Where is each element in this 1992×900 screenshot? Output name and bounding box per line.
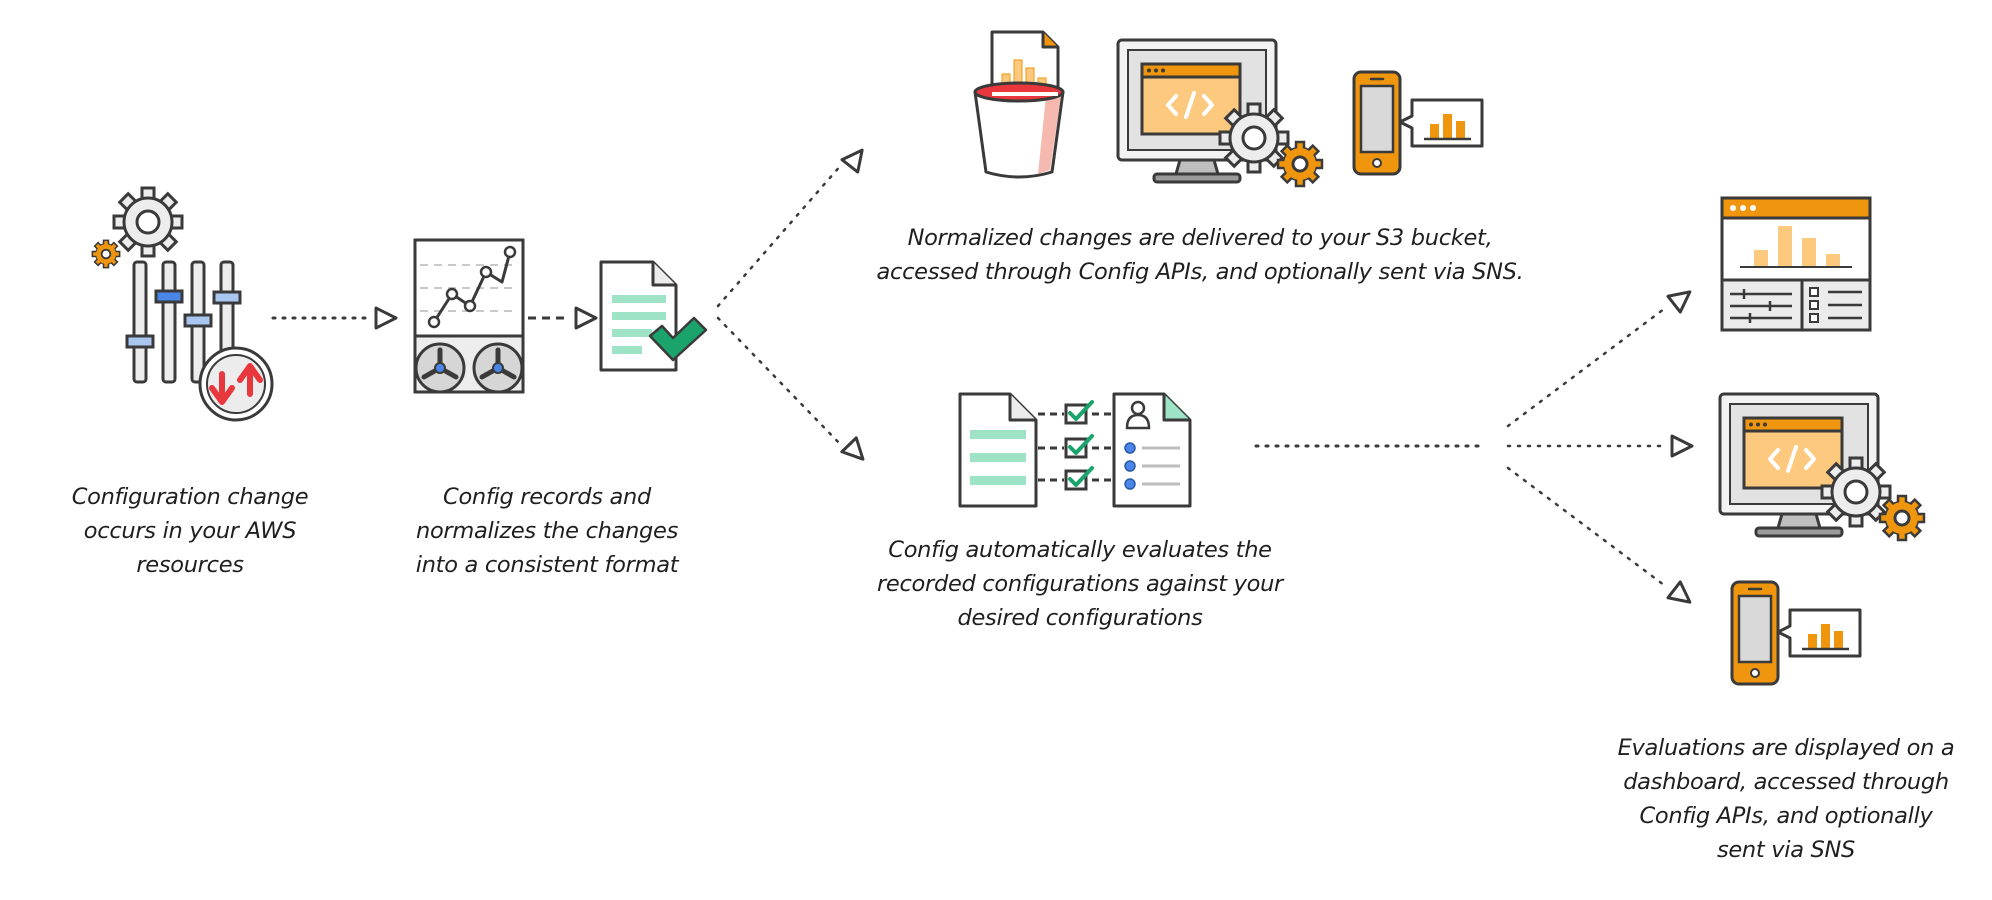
evaluation-branch-arrows: [1254, 282, 1698, 612]
config-api-monitor-icon-2: [1720, 394, 1924, 540]
sns-phone-icon: [1352, 70, 1484, 176]
caption-configuration-change: Configuration change occurs in your AWS …: [71, 484, 309, 578]
rules-checklist-icon: [958, 392, 1192, 508]
dashboard-icon: [1720, 196, 1872, 332]
flow-arrow-1: [271, 306, 398, 330]
branch-arrows: [716, 142, 872, 468]
caption-config-records: Config records and normalizes the change…: [415, 484, 679, 578]
caption-config-evaluates: Config automatically evaluates the recor…: [876, 537, 1284, 631]
normalized-document-icon: [599, 260, 708, 372]
s3-bucket-icon: [973, 30, 1065, 179]
config-change-sliders-icon: [91, 186, 274, 422]
config-api-monitor-icon: [1118, 40, 1322, 186]
config-recorder-chart-icon: [413, 238, 525, 394]
caption-normalized-changes-delivered: Normalized changes are delivered to your…: [876, 225, 1524, 285]
caption-evaluations-displayed: Evaluations are displayed on a dashboard…: [1617, 735, 1955, 863]
flow-arrow-2: [528, 306, 598, 330]
sns-phone-icon-2: [1730, 580, 1862, 686]
